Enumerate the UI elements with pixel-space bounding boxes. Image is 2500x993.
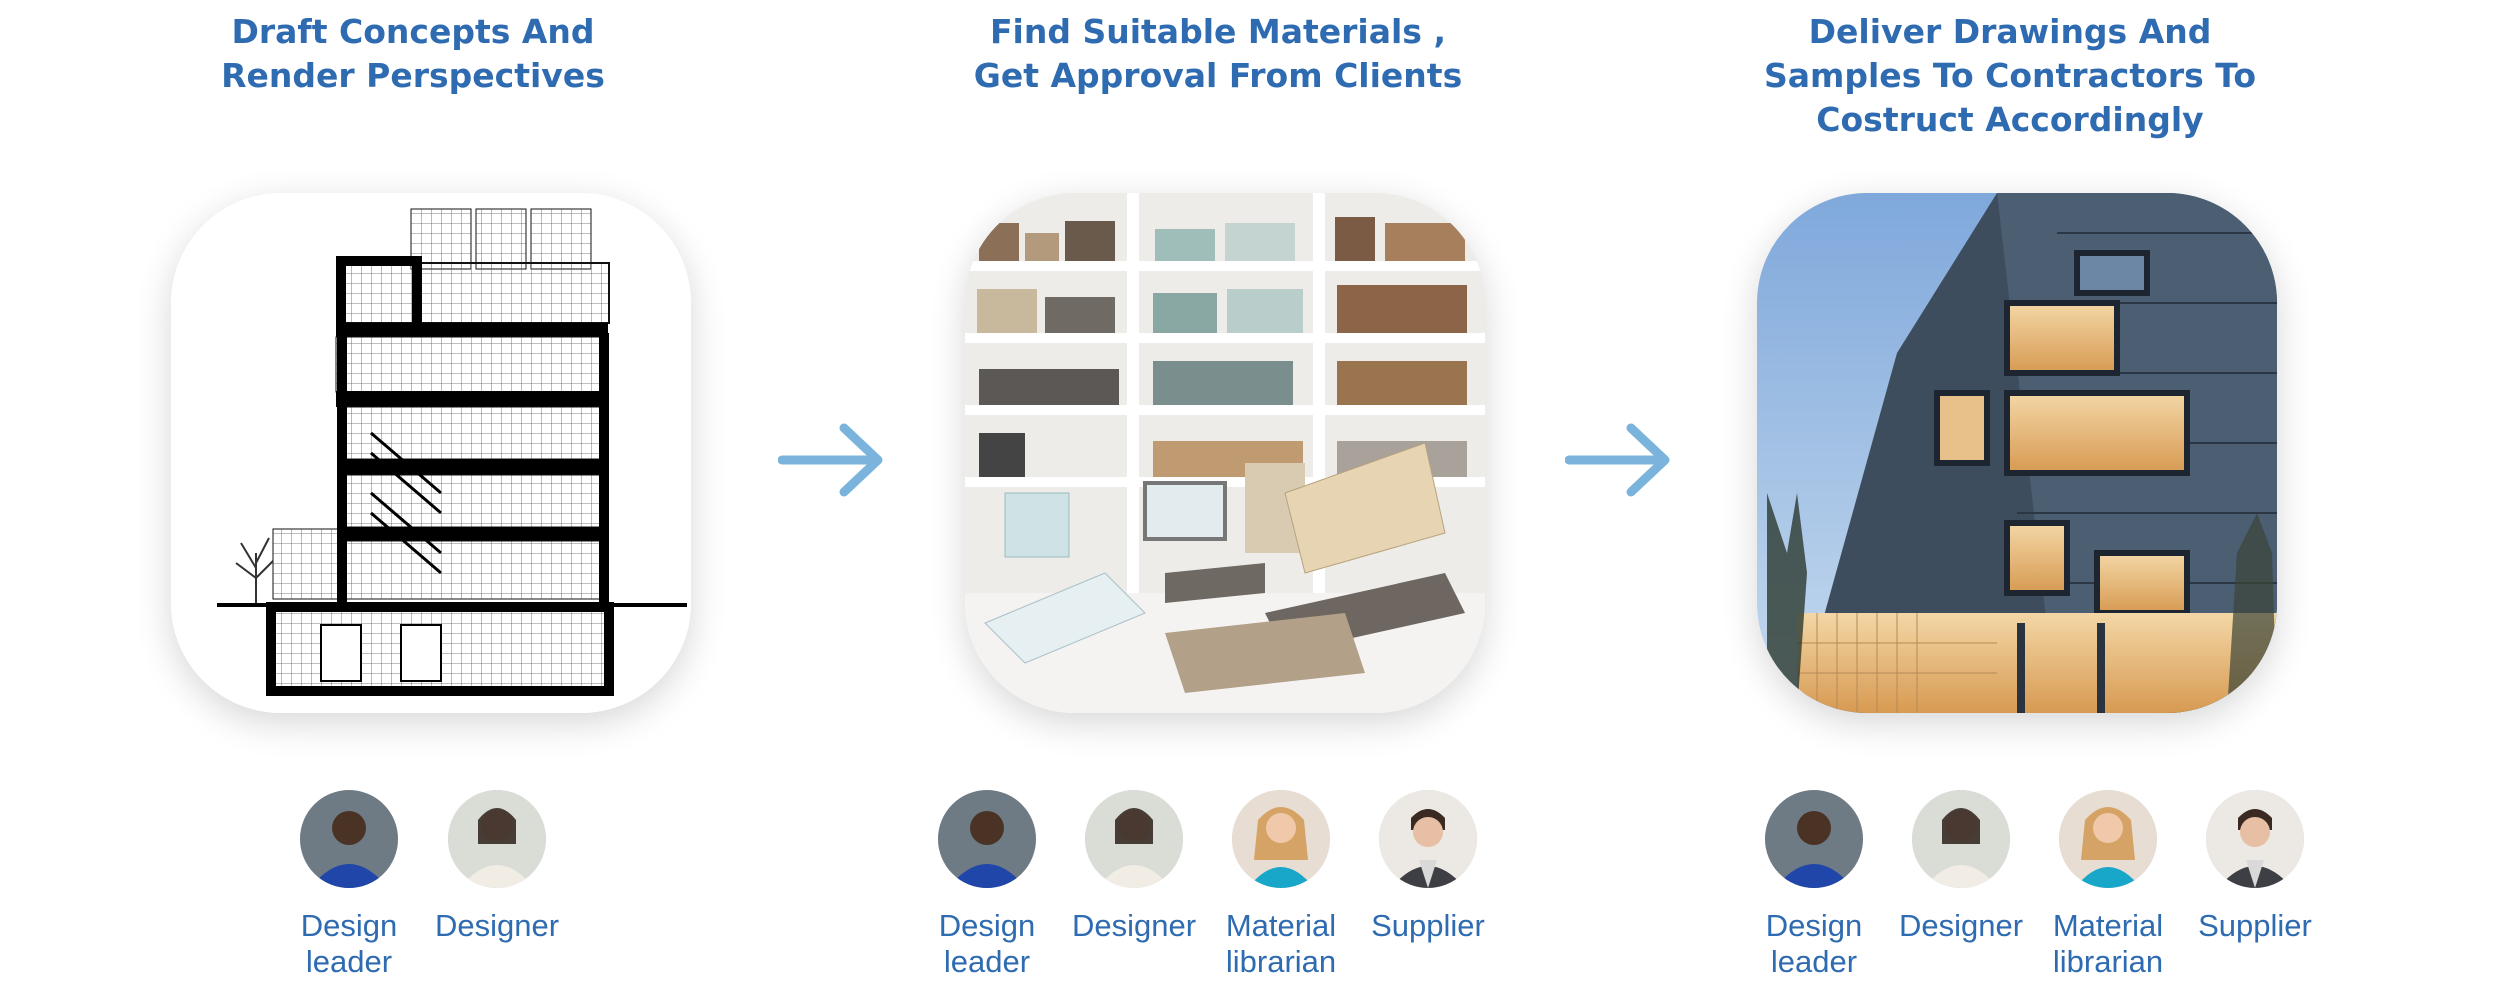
step-2-title-line-1: Find Suitable Materials , bbox=[990, 12, 1446, 51]
person-label: Design leader bbox=[300, 908, 398, 979]
step-1-image bbox=[171, 193, 691, 713]
step-3-person-supplier: Supplier bbox=[2185, 790, 2325, 944]
step-1-title-line-1: Draft Concepts And bbox=[231, 12, 595, 51]
built-facade-photo bbox=[1757, 193, 2277, 713]
person-label: Designer bbox=[1898, 908, 2024, 943]
material-librarian-avatar bbox=[2059, 790, 2157, 888]
step-3-title: Deliver Drawings And Samples To Contract… bbox=[1740, 10, 2280, 142]
step-3-person-design-leader: Design leader bbox=[1744, 790, 1884, 980]
step-2-image bbox=[965, 193, 1485, 713]
step-2-person-supplier: Supplier bbox=[1358, 790, 1498, 944]
step-3-person-material-librarian: Material librarian bbox=[2038, 790, 2178, 980]
person-label: Material librarian bbox=[1225, 908, 1337, 979]
person-label: Designer bbox=[1071, 908, 1197, 943]
person-label: Design leader bbox=[938, 908, 1036, 979]
design-leader-avatar bbox=[300, 790, 398, 888]
step-1-person-designer: Designer bbox=[427, 790, 567, 944]
step-3-person-designer: Designer bbox=[1891, 790, 2031, 944]
material-library-shelves bbox=[965, 193, 1485, 713]
architectural-section-drawing bbox=[171, 193, 691, 713]
step-3-title-line-2: Samples To Contractors To bbox=[1763, 56, 2257, 95]
step-2-person-designer: Designer bbox=[1064, 790, 1204, 944]
step-1-person-design-leader: Design leader bbox=[279, 790, 419, 980]
step-2-person-material-librarian: Material librarian bbox=[1211, 790, 1351, 980]
step-3-title-line-3: Costruct Accordingly bbox=[1816, 100, 2204, 139]
person-label: Material librarian bbox=[2052, 908, 2164, 979]
person-label: Supplier bbox=[2198, 908, 2312, 943]
step-2-person-design-leader: Design leader bbox=[917, 790, 1057, 980]
supplier-avatar bbox=[1379, 790, 1477, 888]
step-3-image bbox=[1757, 193, 2277, 713]
person-label: Supplier bbox=[1371, 908, 1485, 943]
step-1-title: Draft Concepts And Render Perspectives bbox=[163, 10, 663, 98]
designer-avatar bbox=[448, 790, 546, 888]
design-leader-avatar bbox=[1765, 790, 1863, 888]
step-2-title: Find Suitable Materials , Get Approval F… bbox=[938, 10, 1498, 98]
step-3-title-line-1: Deliver Drawings And bbox=[1808, 12, 2212, 51]
design-leader-avatar bbox=[938, 790, 1036, 888]
step-2-title-line-2: Get Approval From Clients bbox=[973, 56, 1463, 95]
designer-avatar bbox=[1912, 790, 2010, 888]
arrow-right-icon bbox=[1565, 423, 1670, 497]
person-label: Designer bbox=[434, 908, 560, 943]
step-1-title-line-2: Render Perspectives bbox=[221, 56, 605, 95]
supplier-avatar bbox=[2206, 790, 2304, 888]
person-label: Design leader bbox=[1765, 908, 1863, 979]
designer-avatar bbox=[1085, 790, 1183, 888]
arrow-right-icon bbox=[778, 423, 883, 497]
material-librarian-avatar bbox=[1232, 790, 1330, 888]
